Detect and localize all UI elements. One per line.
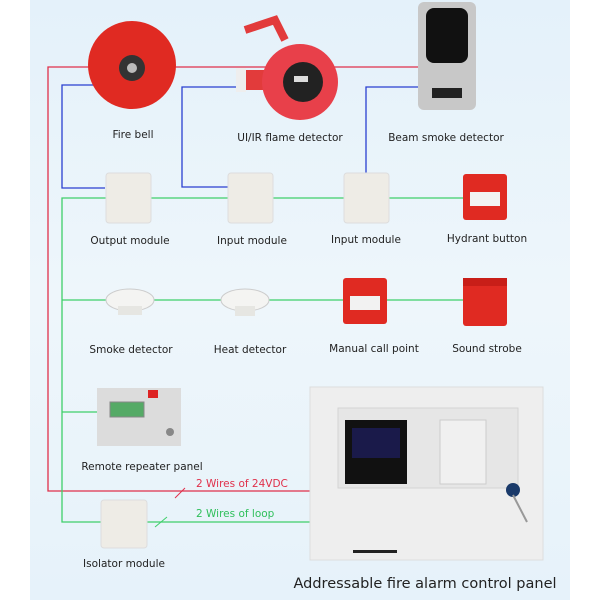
flame-detector-icon	[236, 15, 338, 120]
beam-smoke-detector-label: Beam smoke detector	[388, 132, 504, 144]
remote-repeater-panel-label: Remote repeater panel	[81, 461, 203, 473]
loop-wire-label: 2 Wires of loop	[196, 508, 275, 520]
sound-strobe-label: Sound strobe	[452, 343, 522, 355]
smoke-detector-label: Smoke detector	[89, 344, 173, 356]
power-wire-label: 2 Wires of 24VDC	[196, 478, 288, 490]
input-module-1-icon	[227, 172, 274, 224]
wire-slash-power	[174, 487, 186, 499]
isolator-module-icon	[100, 499, 148, 549]
beam-smoke-detector-icon	[418, 2, 476, 110]
wire-slash-loop	[154, 516, 168, 528]
power-wire	[47, 66, 430, 492]
output-module-icon	[105, 172, 152, 224]
control-panel-icon	[309, 386, 544, 561]
output-module-label: Output module	[90, 235, 170, 247]
isolator-module-label: Isolator module	[83, 558, 165, 570]
input-module-2-label: Input module	[331, 234, 401, 246]
heat-detector-label: Heat detector	[213, 344, 287, 356]
manual-call-point-label: Manual call point	[329, 343, 419, 355]
input-module-2-icon	[343, 172, 390, 224]
signal-wire-bell	[61, 84, 105, 189]
hydrant-button-icon	[463, 174, 507, 220]
hydrant-button-label: Hydrant button	[446, 233, 528, 245]
smoke-detector-icon	[105, 288, 155, 315]
manual-call-point-icon	[343, 278, 387, 324]
heat-detector-icon	[220, 288, 270, 316]
sound-strobe-icon	[463, 278, 507, 326]
control-panel-label: Addressable fire alarm control panel	[293, 576, 557, 592]
flame-detector-label: UI/IR flame detector	[237, 132, 343, 144]
fire-bell-label: Fire bell	[112, 129, 154, 141]
remote-repeater-panel-icon	[97, 388, 181, 446]
input-module-1-label: Input module	[217, 235, 287, 247]
signal-wire-flame	[181, 86, 245, 188]
fire-bell-icon	[88, 21, 176, 109]
signal-wire-beam	[365, 86, 420, 173]
